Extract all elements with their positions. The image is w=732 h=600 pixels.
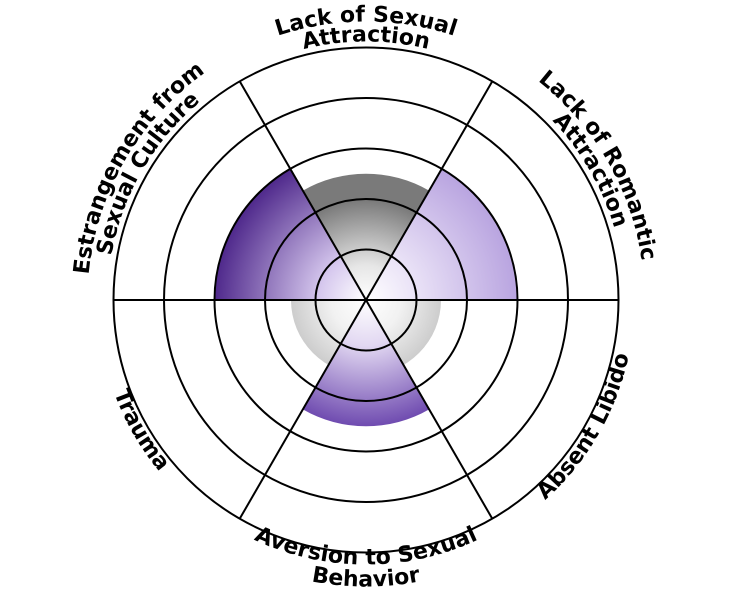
segment-label-4-line-1: Aversion to Sexual (251, 522, 481, 570)
spoke-lines (113, 80, 619, 520)
segment-label-3-line-1: Absent Libido (532, 351, 635, 505)
segment-fill-4 (302, 300, 430, 427)
segment-fills (214, 168, 518, 427)
segment-label-1-line-2: Attraction (300, 22, 433, 54)
segment-fill-1 (302, 173, 430, 300)
spoke-3 (238, 80, 494, 520)
segment-label-4-line-2: Behavior (310, 563, 422, 593)
segment-label-5-line-1: Trauma (108, 386, 174, 476)
